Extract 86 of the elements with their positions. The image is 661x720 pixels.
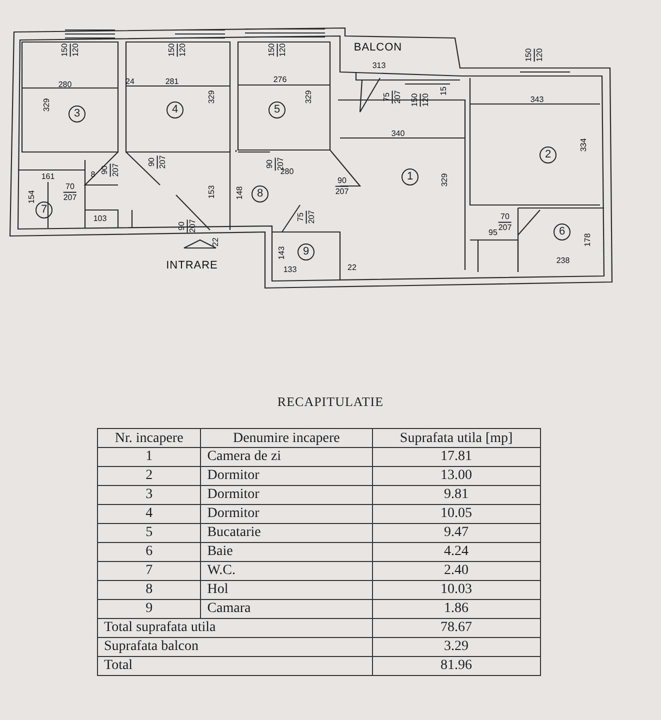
dimension-label: 276	[273, 76, 287, 84]
table-cell: Dormitor	[200, 486, 372, 504]
room-number: 6	[554, 224, 570, 240]
table-cell: 1.86	[372, 600, 540, 618]
table-cell: 17.81	[372, 448, 540, 466]
table-cell: Hol	[200, 580, 372, 600]
dimension-label: 343	[530, 96, 544, 104]
dimension-label: 15	[440, 86, 448, 96]
table-cell: Denumire incapere	[200, 428, 372, 448]
dimension-label: 75 207	[380, 90, 404, 104]
table-cell: Dormitor	[200, 466, 372, 486]
dimension-label: 22	[212, 238, 220, 246]
dimension-label: 280	[58, 81, 72, 89]
table-cell: 1	[98, 448, 201, 466]
room-number: 1	[402, 168, 418, 186]
dimension-label: 90 207	[146, 155, 168, 169]
dimension-label: 75 207	[294, 210, 318, 224]
table-cell: 13.00	[372, 466, 540, 486]
dimension-label: 329	[441, 173, 449, 187]
table-cell: 2	[98, 466, 201, 486]
room-number: 8	[252, 186, 268, 202]
dimension-label: 22	[348, 264, 356, 272]
dimension-label: 133	[283, 266, 297, 274]
table-cell: 6	[98, 542, 201, 562]
dimension-label: 280	[280, 168, 294, 176]
dimension-label: 154	[28, 190, 36, 204]
table-cell: 5	[98, 524, 201, 542]
table-cell: 10.05	[372, 504, 540, 524]
table-cell: 4.24	[372, 542, 540, 562]
table-cell: Camara	[200, 600, 372, 618]
dimension-label: 148	[236, 186, 244, 200]
room-label: BALCON	[354, 42, 402, 54]
table-cell: 9	[98, 600, 201, 618]
table-cell: 81.96	[372, 656, 540, 676]
room-number: 3	[68, 106, 86, 122]
dimension-label: 329	[305, 90, 313, 104]
dimension-label: 70 207	[63, 180, 77, 204]
dimension-label: 70 207	[498, 210, 512, 234]
table-cell: 8	[98, 580, 201, 600]
table-cell: 4	[98, 504, 201, 524]
dimension-label: 329	[43, 98, 51, 112]
table-cell: 2.40	[372, 562, 540, 580]
dimension-label: 143	[278, 246, 286, 260]
table-cell: Suprafata balcon	[98, 638, 372, 656]
table-cell: Baie	[200, 542, 372, 562]
dimension-label: 340	[391, 130, 405, 138]
table-cell: Bucatarie	[200, 524, 372, 542]
table-cell: 10.03	[372, 580, 540, 600]
dimension-label: 95	[488, 229, 498, 237]
table-cell: Dormitor	[200, 504, 372, 524]
room-label: INTRARE	[166, 260, 218, 272]
table-cell: Total suprafata utila	[98, 618, 372, 638]
room-number: 4	[166, 102, 184, 118]
table-cell: W.C.	[200, 562, 372, 580]
table-cell: Camera de zi	[200, 448, 372, 466]
dimension-label: 150 120	[166, 43, 188, 57]
table-cell: 9.47	[372, 524, 540, 542]
dimension-label: 90 207	[98, 163, 122, 177]
dimension-label: 313	[372, 62, 386, 70]
table-cell: 3.29	[372, 638, 540, 656]
dimension-label: 178	[584, 233, 592, 247]
room-number: 5	[268, 102, 286, 118]
table-cell: Total	[98, 656, 372, 676]
dimension-label: 329	[208, 90, 216, 104]
dimension-label: 150 120	[522, 48, 546, 62]
dimension-label: 103	[93, 215, 107, 223]
table-cell: 3	[98, 486, 201, 504]
dimension-label: 90 207	[335, 174, 349, 198]
dimension-label: 90 207	[176, 219, 198, 233]
dimension-label: 153	[208, 185, 216, 199]
table-cell: Nr. incapere	[98, 428, 201, 448]
dimension-label: 150 120	[266, 43, 288, 57]
table-cell: 7	[98, 562, 201, 580]
room-number: 9	[298, 244, 314, 260]
dimension-label: 238	[556, 257, 570, 265]
dimension-label: 150 120	[408, 93, 432, 107]
table-cell: 78.67	[372, 618, 540, 638]
dimension-label: 150 120	[58, 43, 82, 57]
room-number: 2	[540, 146, 556, 164]
table-title: RECAPITULATIE	[277, 394, 384, 409]
dimension-label: 161	[41, 173, 55, 181]
dimension-label: 281	[165, 78, 179, 86]
table-cell: 9.81	[372, 486, 540, 504]
room-number: 7	[36, 202, 52, 218]
table-cell: Suprafata utila [mp]	[372, 428, 540, 448]
dimension-label: 334	[580, 138, 588, 152]
